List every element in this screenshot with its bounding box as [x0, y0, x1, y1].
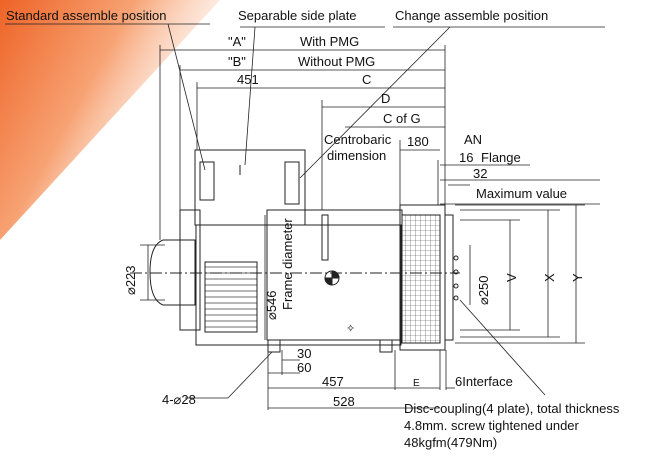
dim-X: X — [542, 273, 557, 282]
dim-E: E — [413, 378, 420, 389]
note-line2: 4.8mm. screw tightened under — [404, 418, 580, 433]
dim-30: 30 — [297, 346, 311, 361]
generator-outline — [130, 149, 460, 353]
dim-A-text: With PMG — [300, 34, 359, 49]
bolt — [453, 295, 459, 301]
dim-B-key: "B" — [228, 54, 246, 69]
dim-16: 16 — [459, 150, 473, 165]
side-plate-right — [284, 161, 300, 205]
bolt — [453, 255, 459, 261]
flange-plate — [444, 214, 454, 341]
label-standard-position: Standard assemble position — [6, 8, 166, 23]
note-line1: Disc-coupling(4 plate), total thickness — [404, 401, 620, 416]
dim-180: 180 — [407, 134, 429, 149]
pmg-cover — [149, 239, 196, 306]
cooling-fins — [204, 261, 258, 333]
bolt — [453, 269, 459, 275]
foot-left — [267, 339, 281, 353]
note-line3: 48kgfm(479Nm) — [404, 435, 497, 450]
cross-mark: ✧ — [346, 323, 355, 335]
dim-451: 451 — [237, 72, 259, 87]
label-frame-diameter: Frame diameter — [280, 218, 295, 310]
dim-D: D — [381, 91, 390, 106]
dia-250: ⌀250 — [476, 275, 491, 305]
coupling-grill — [401, 214, 441, 344]
dim-457: 457 — [322, 374, 344, 389]
label-separable-plate: Separable side plate — [238, 8, 357, 23]
lifting-slot — [321, 214, 329, 261]
label-interface: 6Interface — [455, 374, 513, 389]
dim-AN: AN — [464, 132, 482, 147]
dim-528: 528 — [333, 394, 355, 409]
dim-60: 60 — [297, 360, 311, 375]
dim-Y: Y — [570, 273, 585, 282]
terminal-box — [194, 149, 306, 226]
dim-C: C — [362, 72, 371, 87]
holes-spec: 4-⌀28 — [162, 392, 196, 407]
label-max-value: Maximum value — [476, 186, 567, 201]
dim-B-text: Without PMG — [298, 54, 375, 69]
dia-546: ⌀546 — [264, 290, 279, 320]
side-plate-left — [199, 161, 215, 201]
centrobaric-line2: dimension — [327, 148, 386, 163]
accent-corner — [0, 0, 220, 240]
label-flange: Flange — [481, 150, 521, 165]
dim-C-of-G: C of G — [383, 111, 421, 126]
centrobaric-line1: Centrobaric — [324, 132, 392, 147]
dim-V: V — [504, 273, 519, 282]
frame-body — [195, 224, 402, 346]
foot-right — [379, 339, 393, 353]
dim-A-key: "A" — [228, 34, 246, 49]
label-change-position: Change assemble position — [395, 8, 548, 23]
end-bracket — [179, 209, 201, 331]
bolt — [453, 283, 459, 289]
dim-32: 32 — [473, 166, 487, 181]
dia-223: ⌀223 — [123, 265, 138, 295]
